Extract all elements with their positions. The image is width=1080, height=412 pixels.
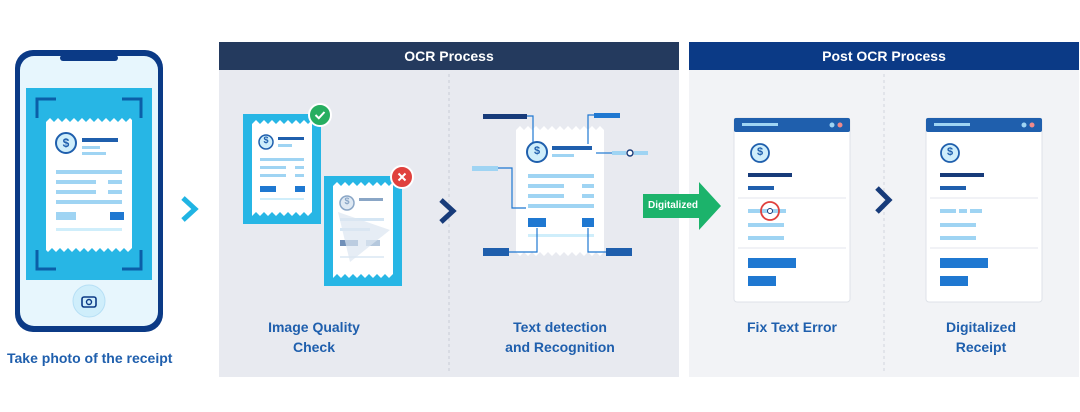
image-quality-illustration: [243, 103, 414, 286]
digitalized-receipt-line2: Receipt: [955, 339, 1007, 355]
text-detection-label: Text detection and Recognition: [490, 317, 630, 357]
image-quality-line2: Check: [292, 339, 336, 355]
x-icon: [397, 172, 407, 182]
blurred-receipt-symbol: $: [344, 196, 350, 206]
text-detection-illustration: [472, 113, 648, 256]
check-icon: [314, 111, 326, 120]
image-quality-label: Image Quality Check: [254, 317, 374, 357]
detection-receipt-symbol: $: [533, 145, 541, 157]
fix-text-error-label: Fix Text Error: [747, 319, 837, 335]
digitalized-receipt-label: Digitalized Receipt: [921, 317, 1041, 357]
text-detection-line2: and Recognition: [505, 339, 615, 355]
post-ocr-header: Post OCR Process: [689, 42, 1079, 70]
phone-caption: Take photo of the receipt: [7, 350, 173, 366]
digitalized-arrow: [643, 182, 721, 230]
good-receipt-symbol: $: [263, 135, 269, 145]
chevron-right-icon: [181, 196, 199, 222]
chevron-right-icon: [439, 198, 457, 224]
digitalized-badge-label: Digitalized: [648, 200, 699, 211]
ocr-process-header: OCR Process: [219, 42, 679, 70]
fix-window-symbol: $: [756, 146, 764, 158]
digitalized-receipt-window: [925, 117, 1043, 303]
digitalized-window-symbol: $: [946, 146, 954, 158]
image-quality-line1: Image Quality: [268, 319, 360, 335]
phone-currency-symbol: $: [62, 136, 70, 150]
phone-illustration: [15, 50, 163, 332]
digitalized-receipt-line1: Digitalized: [945, 319, 1016, 335]
fix-text-window: [733, 117, 851, 303]
text-detection-line1: Text detection: [513, 319, 607, 335]
chevron-right-icon: [875, 186, 893, 214]
